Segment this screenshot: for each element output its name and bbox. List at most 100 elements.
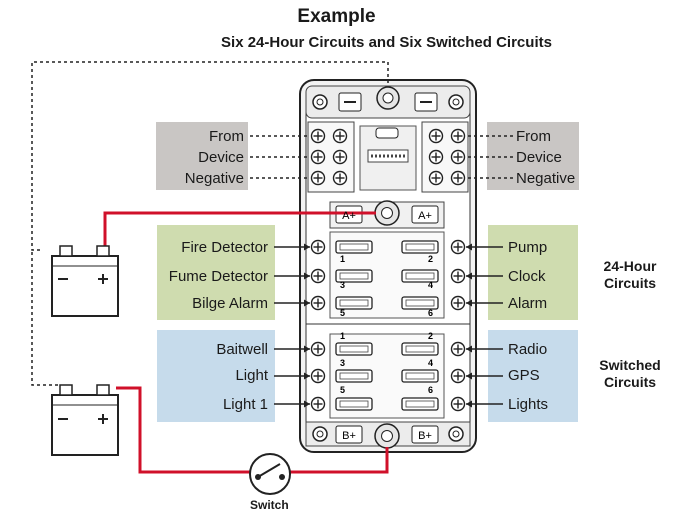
screw-terminal — [428, 149, 444, 165]
circuit-lead-line — [466, 272, 503, 280]
blade-fuse — [335, 342, 373, 356]
right-neg-label-1: From — [516, 128, 551, 145]
circuit-fire-detector: Fire Detector — [181, 239, 268, 256]
right-neg-label-2: Device — [516, 149, 562, 166]
circuit-gps: GPS — [508, 367, 540, 384]
circuit-alarm: Alarm — [508, 295, 548, 312]
blade-fuse — [401, 342, 439, 356]
screw-terminal — [310, 295, 326, 311]
screw-terminal — [332, 149, 348, 165]
circuit-lead-line — [466, 243, 503, 251]
circuit-radio: Radio — [508, 341, 548, 358]
screw-terminal — [428, 128, 444, 144]
circuit-lead-line — [274, 372, 310, 380]
circuit-lead-line — [466, 299, 503, 307]
screw-terminal — [450, 128, 466, 144]
left-neg-label-1: From — [209, 128, 244, 145]
screw-terminal — [450, 170, 466, 186]
positive-wires — [103, 211, 389, 474]
blade-fuse — [401, 240, 439, 254]
diagram-subtitle: Six 24-Hour Circuits and Six Switched Ci… — [221, 34, 552, 51]
blade-fuse — [401, 369, 439, 383]
fuse-block — [299, 79, 477, 453]
screw-terminal — [310, 396, 326, 412]
fuse-number: 5 — [340, 385, 345, 395]
fuse-number: 6 — [428, 308, 433, 318]
fuse-number: 1 — [340, 331, 345, 341]
left-neg-label-2: Device — [198, 149, 244, 166]
right-neg-label-3: Negative — [516, 170, 576, 187]
circuit-leads — [274, 243, 503, 408]
screw-terminal — [310, 268, 326, 284]
circuit-lights: Lights — [508, 396, 549, 413]
blade-fuse — [335, 240, 373, 254]
blade-fuse — [335, 269, 373, 283]
screw-terminal — [428, 170, 444, 186]
left-negative-box — [156, 122, 248, 190]
screw-terminal — [450, 341, 466, 357]
a-plus-right-label: A+ — [418, 210, 432, 222]
fuse-number: 4 — [428, 358, 433, 368]
circuit-fume-detector: Fume Detector — [168, 268, 268, 285]
right-24h-box — [488, 225, 578, 320]
switch-label: Switch — [250, 498, 289, 512]
left-24h-box — [157, 225, 275, 320]
group-24h-line2: Circuits — [603, 275, 657, 291]
b-plus-right-label: B+ — [418, 430, 432, 442]
circuit-lead-line — [274, 400, 310, 408]
group-24h-line1: 24-Hour — [603, 258, 657, 274]
fuse-number: 1 — [340, 254, 345, 264]
a-plus-left-label: A+ — [342, 210, 356, 222]
right-negative-box — [487, 122, 579, 190]
circuit-lead-line — [274, 243, 310, 251]
blade-fuse — [401, 269, 439, 283]
blade-fuse — [401, 397, 439, 411]
blade-fuse — [335, 296, 373, 310]
switch-symbol — [249, 453, 291, 495]
circuit-lead-line — [466, 400, 503, 408]
screw-terminal — [310, 239, 326, 255]
terminal-screws — [310, 128, 466, 412]
screw-terminal — [450, 396, 466, 412]
screw-terminal — [310, 149, 326, 165]
screw-terminal — [310, 341, 326, 357]
blade-fuse — [401, 296, 439, 310]
fuse-number: 6 — [428, 385, 433, 395]
blade-fuse — [335, 397, 373, 411]
screw-terminal — [332, 170, 348, 186]
circuit-lead-line — [274, 299, 310, 307]
battery-switched — [51, 384, 119, 456]
screw-terminal — [450, 268, 466, 284]
screw-terminal — [310, 170, 326, 186]
fuse-number: 2 — [428, 331, 433, 341]
group-24h-title: 24-Hour Circuits — [592, 258, 668, 292]
left-switched-box — [157, 330, 275, 422]
screw-terminal — [450, 368, 466, 384]
screw-terminal — [332, 128, 348, 144]
fuse-number: 5 — [340, 308, 345, 318]
fuse-number: 3 — [340, 280, 345, 290]
b-plus-left-label: B+ — [342, 430, 356, 442]
circuit-lead-line — [274, 272, 310, 280]
circuit-lead-line — [274, 345, 310, 353]
screw-terminal — [310, 128, 326, 144]
fuse-number: 4 — [428, 280, 433, 290]
fuse-number: 3 — [340, 358, 345, 368]
group-switched-line1: Switched — [599, 357, 661, 373]
group-switched-line2: Circuits — [603, 374, 657, 390]
circuit-bilge-alarm: Bilge Alarm — [192, 295, 268, 312]
negative-wires — [31, 61, 513, 386]
circuit-baitwell: Baitwell — [216, 341, 268, 358]
screw-terminal — [450, 295, 466, 311]
left-neg-label-3: Negative — [184, 170, 244, 187]
circuit-lead-line — [466, 345, 503, 353]
fuses — [335, 240, 439, 411]
group-switched-title: Switched Circuits — [592, 357, 668, 391]
circuit-light-1: Light 1 — [222, 396, 268, 413]
circuit-light: Light — [235, 367, 268, 384]
diagram-title: Example — [297, 6, 376, 27]
screw-terminal — [450, 239, 466, 255]
screw-terminal — [310, 368, 326, 384]
circuit-clock: Clock — [508, 268, 546, 285]
